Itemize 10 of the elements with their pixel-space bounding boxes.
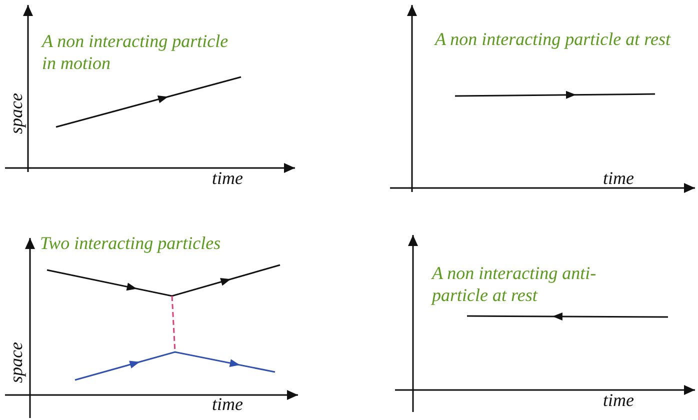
- panel-title: A non interacting particle in motion: [42, 30, 230, 74]
- axis-label: time: [212, 168, 243, 189]
- axis-label: space: [6, 93, 27, 134]
- axis-label: space: [6, 342, 27, 383]
- axis-label: time: [603, 168, 634, 189]
- panel-title: A non interacting anti-particle at rest: [432, 262, 598, 306]
- axis-label: time: [212, 394, 243, 415]
- panel-title: Two interacting particles: [40, 232, 222, 254]
- panel-title: A non interacting particle at rest: [435, 28, 672, 50]
- axis-label: time: [603, 390, 634, 411]
